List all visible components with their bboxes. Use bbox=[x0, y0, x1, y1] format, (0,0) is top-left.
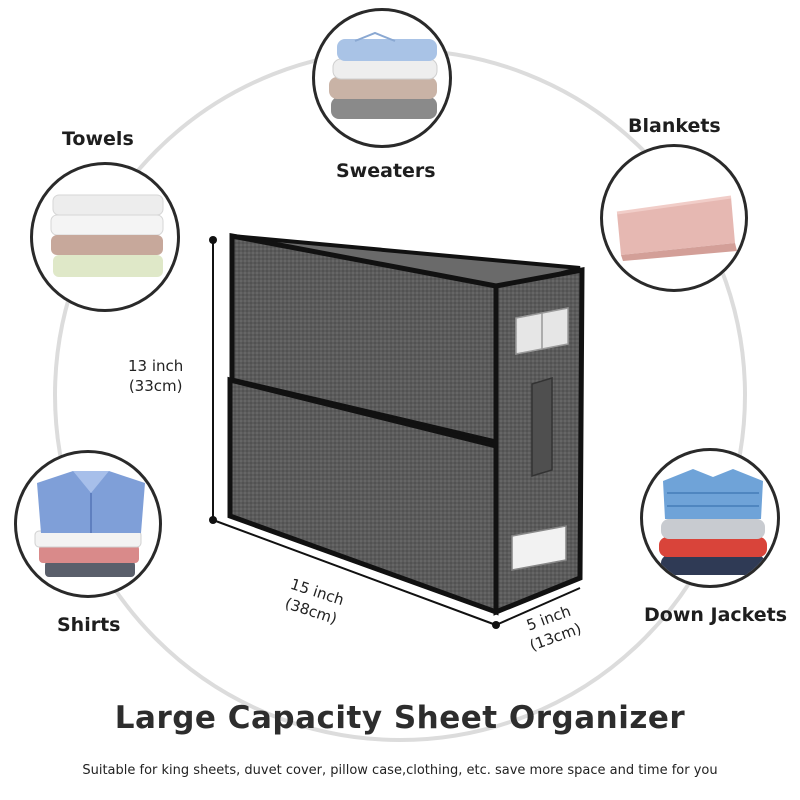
down-jackets-label: Down Jackets bbox=[644, 604, 788, 626]
blankets-label: Blankets bbox=[628, 115, 721, 137]
shirts-image bbox=[14, 450, 162, 598]
shirts-label: Shirts bbox=[57, 614, 121, 636]
product-subtitle: Suitable for king sheets, duvet cover, p… bbox=[82, 763, 718, 778]
height-cm: (33cm) bbox=[128, 377, 183, 395]
sweaters-label: Sweaters bbox=[336, 160, 436, 182]
height-inch: 13 inch bbox=[128, 357, 184, 375]
sweaters-image bbox=[312, 8, 452, 148]
blankets-image bbox=[600, 144, 748, 292]
towels-label: Towels bbox=[62, 128, 134, 150]
height-dimension: 13 inch (33cm) bbox=[128, 356, 183, 396]
towels-image bbox=[30, 162, 180, 312]
down-jackets-image bbox=[640, 448, 780, 588]
product-title: Large Capacity Sheet Organizer bbox=[114, 700, 686, 736]
